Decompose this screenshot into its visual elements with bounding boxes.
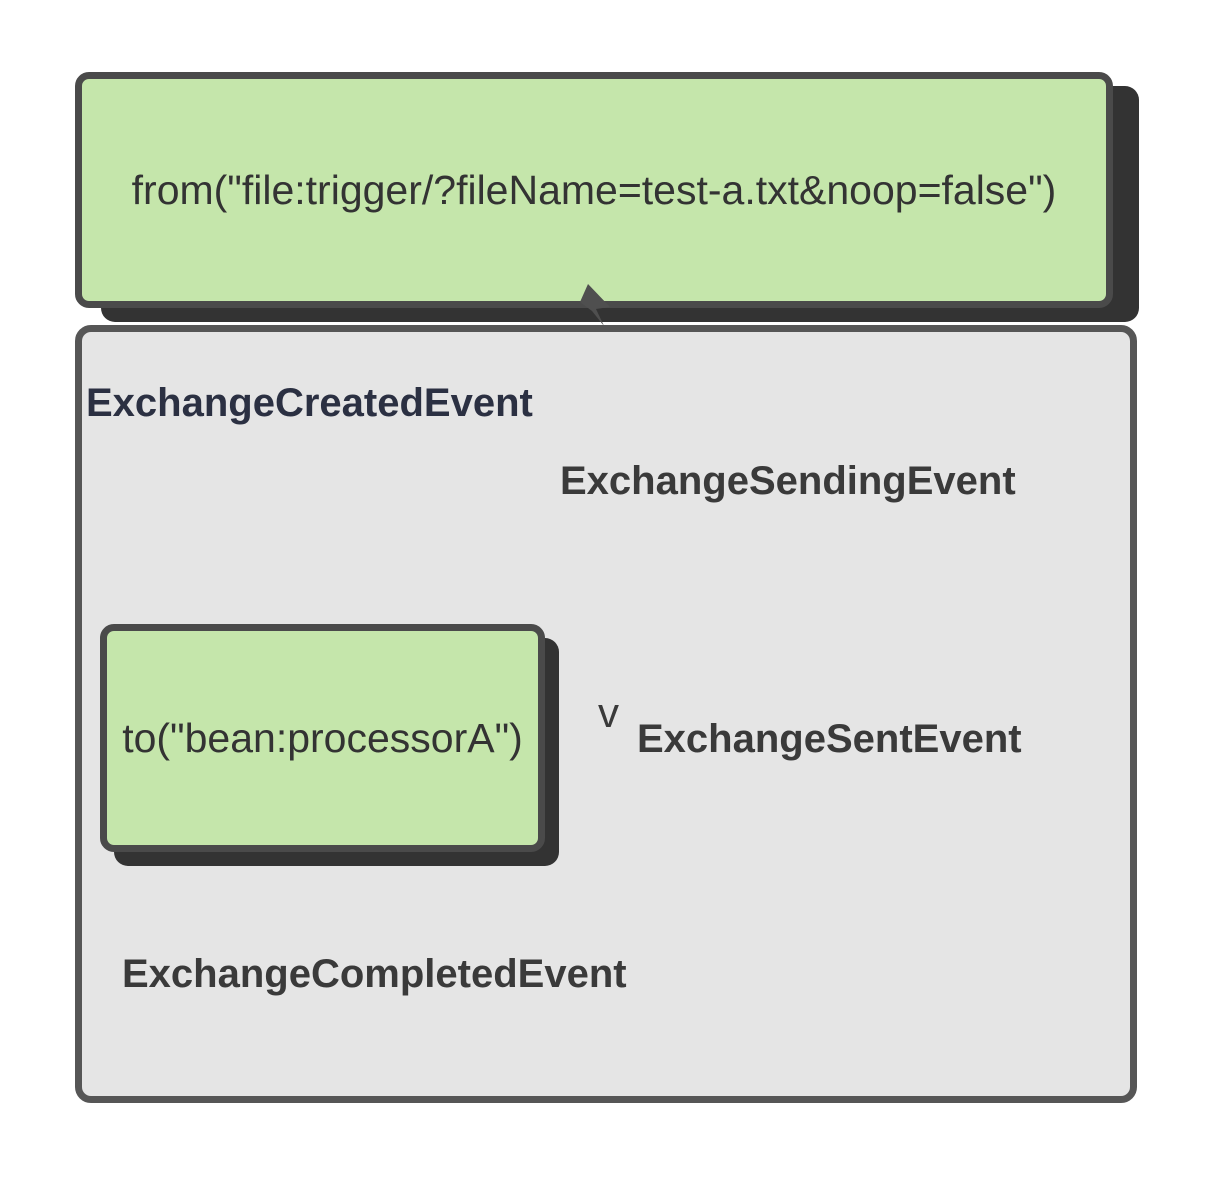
event-label-exchange-sent: ExchangeSentEvent xyxy=(637,717,1022,761)
event-label-exchange-completed: ExchangeCompletedEvent xyxy=(122,952,627,996)
chevron-down-glyph: v xyxy=(598,689,619,736)
from-route-node: from("file:trigger/?fileName=test-a.txt&… xyxy=(75,72,1113,308)
event-label-exchange-sending: ExchangeSendingEvent xyxy=(560,459,1016,503)
event-label-exchange-created: ExchangeCreatedEvent xyxy=(86,381,533,425)
arrowhead-icon xyxy=(580,284,610,326)
to-processor-node: to("bean:processorA") xyxy=(100,624,545,852)
from-route-label: from("file:trigger/?fileName=test-a.txt&… xyxy=(131,166,1057,213)
to-processor-label: to("bean:processorA") xyxy=(122,714,523,761)
event-container-node: ExchangeCreatedEvent ExchangeSendingEven… xyxy=(75,325,1137,1103)
